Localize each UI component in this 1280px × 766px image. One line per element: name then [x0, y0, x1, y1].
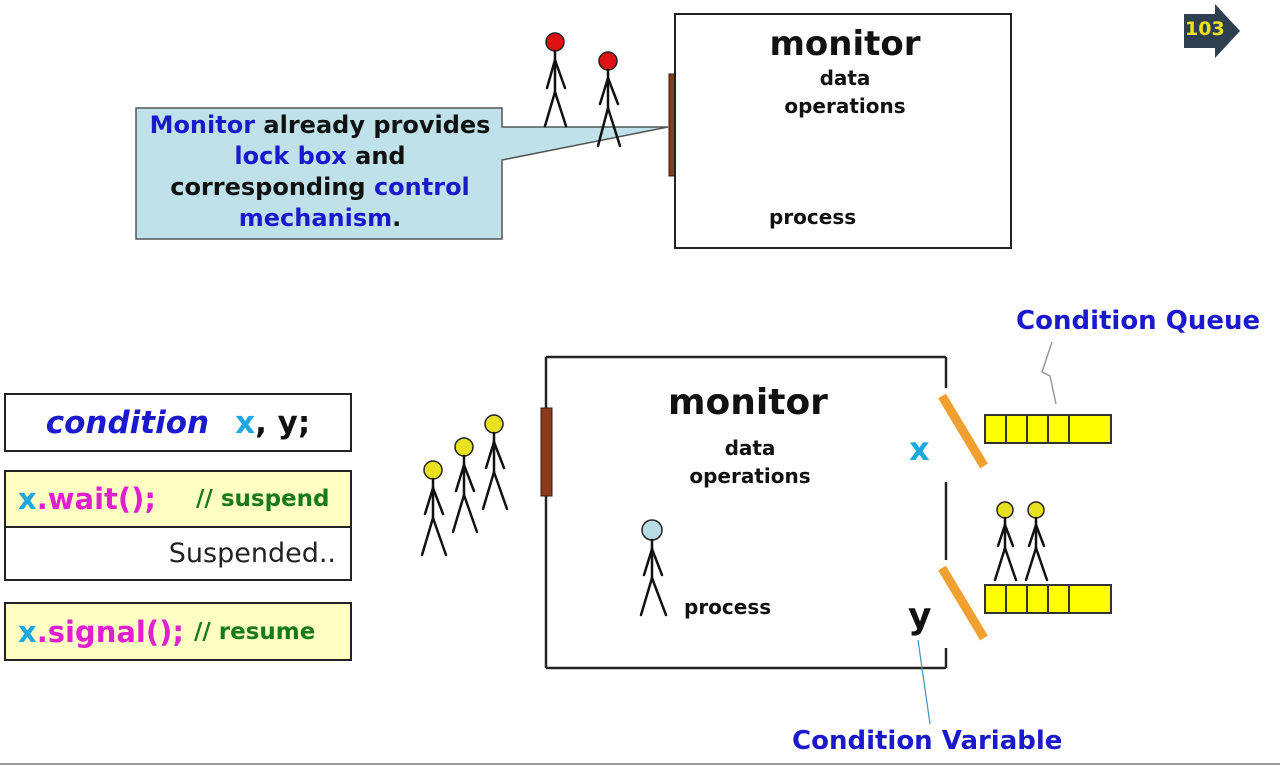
callout-word-already: already provides: [255, 111, 491, 139]
signal-var-x: x: [18, 614, 37, 649]
condition-door-x: [938, 393, 988, 469]
condition-keyword: condition: [45, 404, 210, 441]
bottom-monitor-title: monitor: [668, 382, 828, 423]
bottom-entry-door: [540, 407, 553, 497]
condition-door-y: [938, 565, 988, 641]
callout-word-lockbox: lock box: [234, 142, 347, 170]
y-queue-person-2: [1024, 501, 1049, 582]
top-outside-person-2: [596, 51, 622, 148]
signal-call-box: x.signal(); // resume: [4, 602, 352, 661]
suspended-box: Suspended..: [4, 528, 352, 581]
top-monitor-data-label: data: [819, 66, 871, 90]
condition-var-x-label: x: [909, 430, 930, 468]
wait-call-box: x.wait(); // suspend: [4, 470, 352, 528]
variable-label-pointer: [917, 639, 931, 725]
callout-word-monitor: Monitor: [149, 111, 256, 139]
condition-queue-label: Condition Queue: [1016, 306, 1261, 336]
next-arrow-badge: [1184, 4, 1240, 58]
entry-waiting-person-3: [481, 414, 509, 511]
bottom-monitor-data-label: data: [724, 436, 776, 460]
wait-var-x: x: [18, 482, 37, 516]
top-outside-person-1: [543, 32, 568, 128]
condition-declaration-box: condition x, y;: [4, 393, 352, 452]
entry-waiting-person-2: [451, 437, 479, 534]
callout-word-period: .: [392, 204, 402, 232]
signal-comment: // resume: [193, 618, 316, 645]
callout-word-corresponding: corresponding: [170, 173, 374, 201]
y-queue-person-1: [993, 501, 1018, 582]
callout-word-control: control: [373, 173, 470, 201]
queue-label-pointer: [1041, 341, 1057, 405]
condition-var-x: x: [235, 404, 256, 441]
entry-waiting-person-1: [420, 460, 448, 557]
bottom-process-figure: [639, 519, 668, 617]
condition-variable-label: Condition Variable: [792, 726, 1063, 756]
condition-var-rest: , y;: [255, 404, 311, 441]
top-monitor-box: [674, 13, 1012, 249]
bottom-process-label: process: [684, 595, 772, 619]
wait-call: .wait();: [36, 482, 157, 516]
condition-var-y-label: y: [908, 596, 932, 637]
callout-bubble: [135, 107, 669, 240]
top-monitor-operations-label: operations: [784, 94, 906, 118]
slide-number: 103: [1185, 18, 1225, 40]
callout-word-mechanism: mechanism: [238, 204, 393, 232]
top-process-label: process: [769, 205, 857, 229]
condition-queue-x: [984, 414, 1112, 444]
bottom-monitor-operations-label: operations: [689, 464, 811, 488]
suspended-text: Suspended..: [168, 538, 336, 569]
signal-call: .signal();: [36, 614, 184, 649]
top-monitor-title: monitor: [769, 24, 921, 64]
callout-text: Monitor already provides lock box and co…: [140, 110, 500, 234]
callout-word-and: and: [346, 142, 406, 170]
wait-comment: // suspend: [196, 486, 330, 512]
condition-queue-y: [984, 584, 1112, 614]
